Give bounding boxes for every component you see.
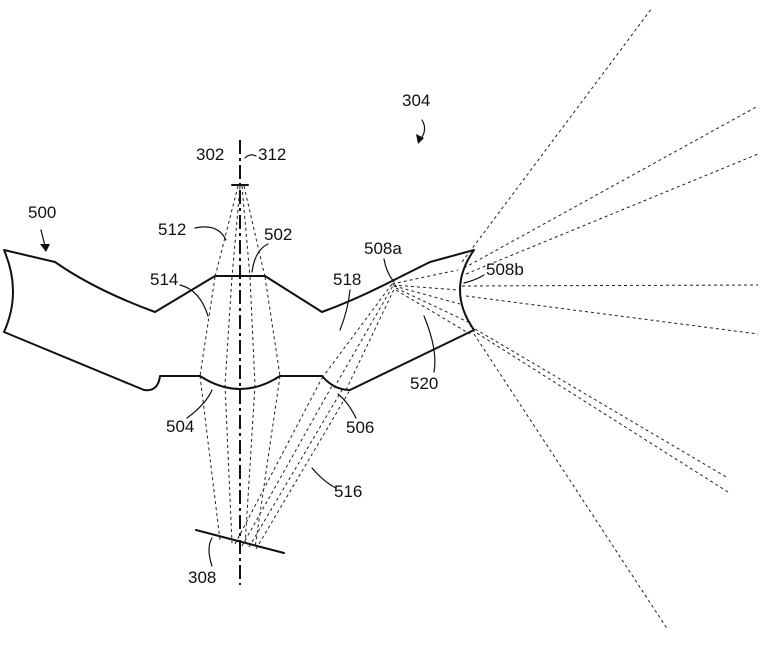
leader-518 [340, 290, 350, 330]
leader-500 [41, 230, 45, 246]
emerging-light-rays-304 [462, 8, 758, 630]
leader-502 [252, 244, 268, 272]
label-506: 506 [346, 418, 374, 437]
label-304: 304 [402, 91, 430, 110]
label-516: 516 [334, 482, 362, 501]
leader-308 [209, 538, 212, 566]
label-502: 502 [264, 225, 292, 244]
label-500: 500 [28, 203, 56, 222]
arrowhead-500 [40, 244, 50, 252]
label-302: 302 [196, 145, 224, 164]
leader-508a [384, 259, 394, 282]
label-514: 514 [150, 270, 178, 289]
label-308: 308 [188, 568, 216, 587]
label-512: 512 [158, 220, 186, 239]
leader-512 [195, 227, 226, 240]
label-518: 518 [333, 270, 361, 289]
label-508b: 508b [486, 260, 524, 279]
label-504: 504 [166, 417, 194, 436]
reference-leader-lines [41, 155, 484, 566]
leader-516 [312, 468, 336, 488]
leader-508b [464, 275, 484, 283]
leader-504 [187, 390, 212, 418]
leader-520 [424, 316, 435, 372]
reflected-rays-520 [392, 270, 470, 334]
return-light-rays-516 [235, 378, 350, 549]
label-520: 520 [410, 374, 438, 393]
leader-506 [338, 394, 356, 418]
label-312: 312 [258, 145, 286, 164]
leader-312 [245, 155, 256, 158]
label-508a: 508a [364, 239, 402, 258]
